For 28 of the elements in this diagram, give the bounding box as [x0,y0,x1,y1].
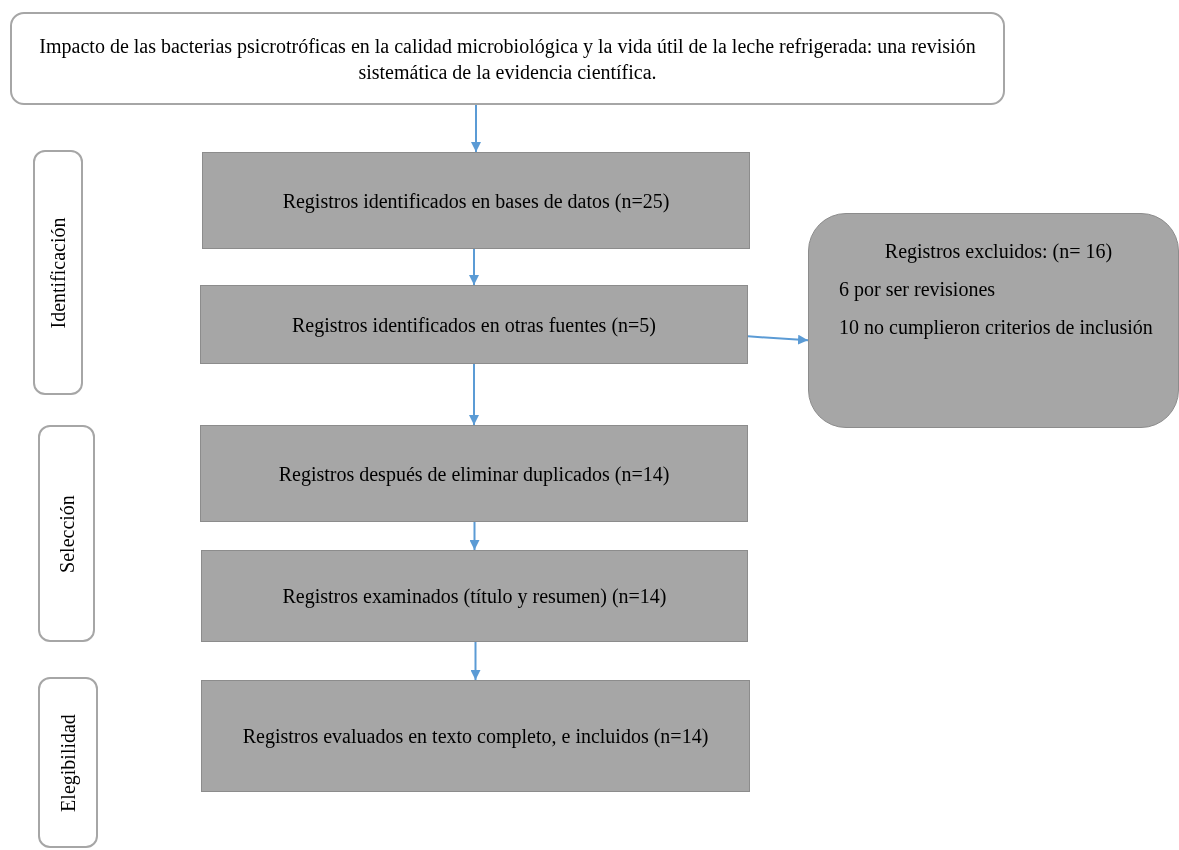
process-box [201,680,750,792]
phase-label: Selección [54,494,79,573]
phase-label-box [38,425,95,642]
arrow [469,248,479,286]
exclusion-box [808,213,1179,428]
box-text: Registros evaluados en texto completo, e incluidos (n=14) [241,724,710,749]
box-text: Registros examinados (título y resumen) (n=14) [281,584,668,609]
title-box [10,12,1005,105]
box-text: Impacto de las bacterias psicrotróficas en la calidad microbiológica y la vida útil de la leche refrigerada: una revisión sistemática de la evidencia científica. [38,33,977,85]
process-box [201,550,748,642]
process-box [200,425,748,522]
arrow [471,104,481,153]
phase-label: Identificación [46,216,70,329]
arrow [747,334,809,345]
arrow [469,363,479,426]
arrow [470,641,481,681]
phase-label: Elegibilidad [56,713,81,812]
process-box [200,285,748,364]
exclusion-reason: 6 por ser revisiones [839,277,997,302]
box-text: Registros después de eliminar duplicados (n=14) [277,461,671,487]
box-text: Registros identificados en otras fuentes (n=5) [291,312,657,338]
box-text: Registros identificados en bases de datos (n=25) [281,188,671,214]
process-box [202,152,750,249]
box-text: Registros excluidos: (n= 16) [883,239,1114,264]
exclusion-reason: 10 no cumplieron criterios de inclusión [839,315,1154,340]
arrow [469,521,480,551]
phase-label-box [33,150,83,395]
phase-label-box [38,677,98,848]
